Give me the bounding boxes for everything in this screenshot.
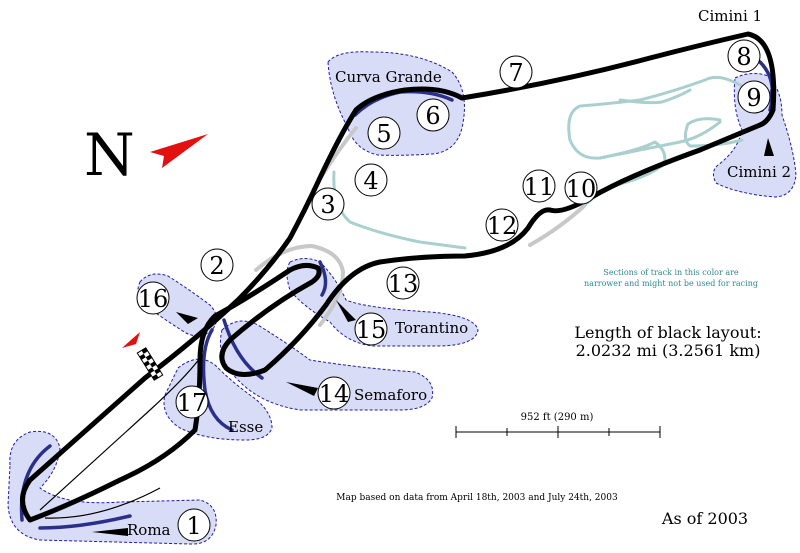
blue-esse <box>201 328 234 432</box>
narrow-infield-upper <box>567 75 747 160</box>
corner-6: 6 <box>416 98 450 132</box>
svg-text:13: 13 <box>388 270 419 298</box>
north-arrow-icon <box>150 134 208 168</box>
svg-text:1: 1 <box>186 512 201 540</box>
label-torantino: Torantino <box>395 319 468 337</box>
scale-label: 952 ft (290 m) <box>521 412 594 423</box>
corner-8: 8 <box>727 39 761 73</box>
svg-text:10: 10 <box>566 175 597 203</box>
corner-names: Roma Curva Grande Cimini 1 Cimini 2 Tora… <box>127 7 791 539</box>
pit-lane <box>39 357 201 519</box>
blue-torantino <box>318 260 328 297</box>
svg-text:14: 14 <box>319 380 350 408</box>
compass: N <box>84 121 208 189</box>
corner-3: 3 <box>311 187 345 221</box>
svg-text:8: 8 <box>736 43 751 71</box>
svg-text:5: 5 <box>376 120 391 148</box>
blue-roma <box>19 444 132 530</box>
direction-arrow <box>122 332 140 348</box>
corner-16: 16 <box>136 281 170 315</box>
corner-17: 17 <box>175 385 209 419</box>
length-value: 2.0232 mi (3.2561 km) <box>576 341 761 360</box>
zone-14-semaforo <box>220 320 434 411</box>
link-grey-right <box>528 204 586 247</box>
svg-text:2: 2 <box>209 252 224 280</box>
svg-text:16: 16 <box>138 285 169 313</box>
legend-line-2: narrower and might not be used for racin… <box>584 279 758 288</box>
svg-text:11: 11 <box>524 173 555 201</box>
corner-2: 2 <box>200 248 234 282</box>
as-of-label: As of 2003 <box>661 509 748 528</box>
main-track-line <box>20 31 777 523</box>
scale-bar: 952 ft (290 m) <box>455 412 661 438</box>
svg-text:3: 3 <box>320 191 335 219</box>
corner-9: 9 <box>737 80 771 114</box>
corner-5: 5 <box>367 116 401 150</box>
compass-letter: N <box>84 121 135 189</box>
corner-4: 4 <box>354 163 388 197</box>
zone-17-esse <box>163 358 273 441</box>
corner-pointers <box>92 138 774 536</box>
narrow-link-3-12 <box>332 170 467 250</box>
corner-15: 15 <box>354 312 388 346</box>
label-esse: Esse <box>228 418 263 436</box>
pointer-roma <box>92 528 128 536</box>
corner-13: 13 <box>386 266 420 300</box>
svg-text:17: 17 <box>177 389 208 417</box>
corner-markers: 1 2 3 4 5 6 7 8 9 10 11 12 13 14 15 16 1… <box>136 39 771 542</box>
zone-13-15-torantino <box>286 258 479 347</box>
pointer-14 <box>286 382 318 396</box>
svg-text:9: 9 <box>746 84 761 112</box>
label-cimini-1: Cimini 1 <box>698 7 762 25</box>
layout-length: Length of black layout: 2.0232 mi (3.256… <box>574 323 761 360</box>
corner-1: 1 <box>177 508 211 542</box>
svg-text:4: 4 <box>363 167 378 195</box>
link-grey-middle <box>254 243 346 327</box>
corner-14: 14 <box>317 376 351 410</box>
pointer-16 <box>176 312 198 324</box>
zone-roma <box>7 430 217 545</box>
pointer-cimini2 <box>764 138 774 156</box>
svg-text:12: 12 <box>487 212 518 240</box>
source-note: Map based on data from April 18th, 2003 … <box>336 493 618 503</box>
corner-11: 11 <box>522 169 556 203</box>
svg-text:6: 6 <box>425 102 440 130</box>
label-roma: Roma <box>127 521 171 539</box>
label-curva-grande: Curva Grande <box>335 68 442 86</box>
legend-line-1: Sections of track in this color are <box>603 268 739 277</box>
corner-12: 12 <box>485 208 519 242</box>
label-semaforo: Semaforo <box>354 386 427 404</box>
narrow-legend: Sections of track in this color are narr… <box>584 268 758 288</box>
svg-text:15: 15 <box>356 316 387 344</box>
start-finish <box>122 332 164 381</box>
main-layout <box>20 31 777 523</box>
label-cimini-2: Cimini 2 <box>727 163 791 181</box>
checkered-flag <box>136 347 164 381</box>
corner-7: 7 <box>499 55 533 89</box>
pointer-15 <box>336 300 356 322</box>
corner-10: 10 <box>564 171 598 205</box>
svg-text:7: 7 <box>508 59 523 87</box>
length-title: Length of black layout: <box>574 323 761 342</box>
